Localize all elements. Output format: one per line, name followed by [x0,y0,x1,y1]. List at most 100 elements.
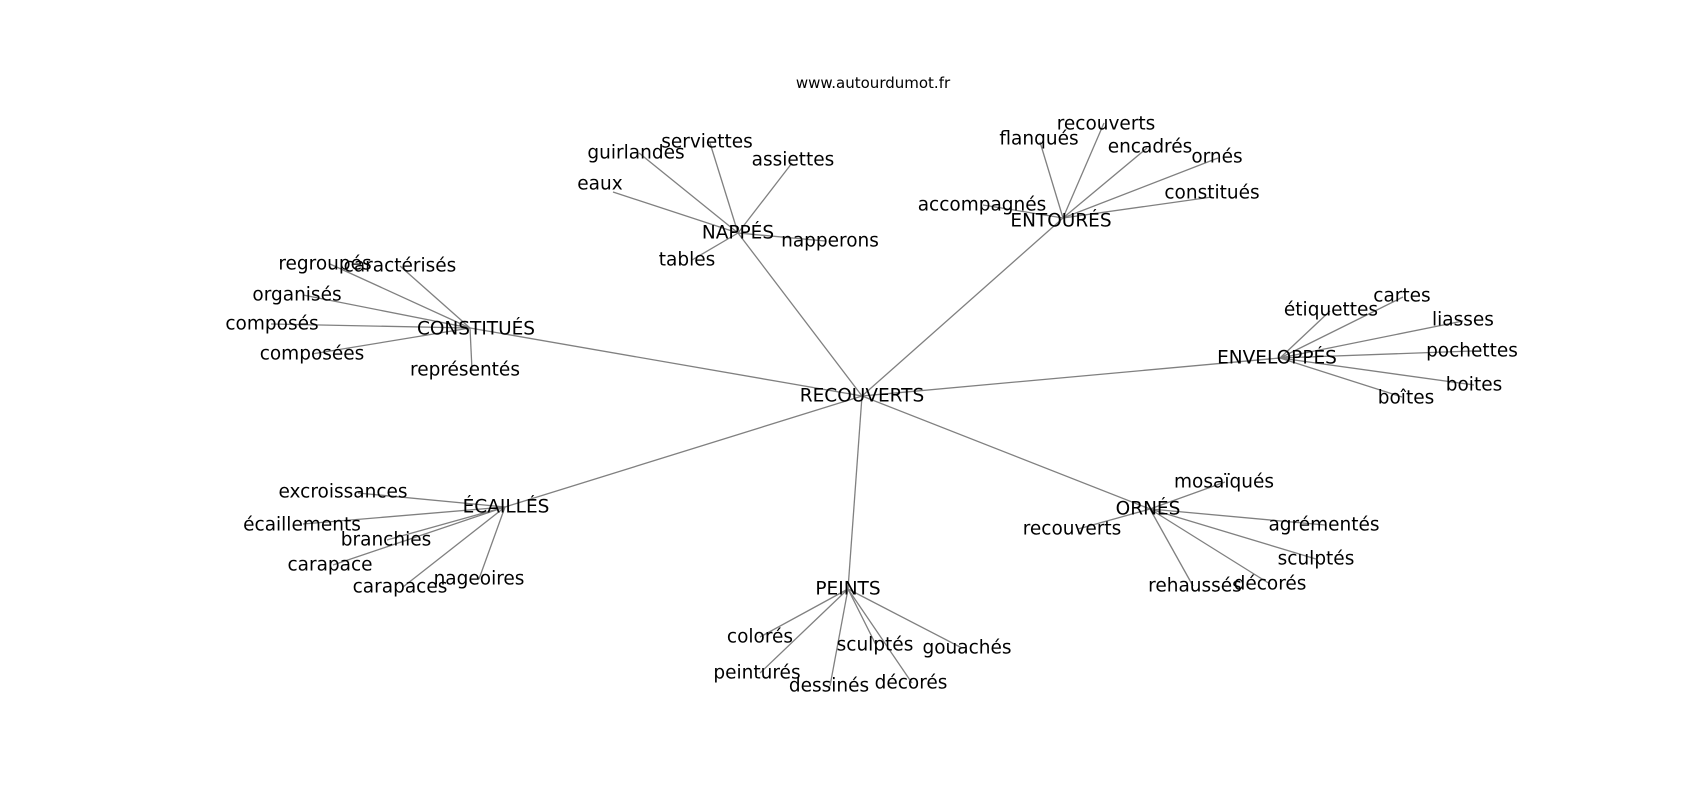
edge-ecailles-nageoires [478,506,506,580]
leaf-node-peints-peintures: peinturés [713,663,800,684]
edge-ecailles-excroissances [357,492,506,508]
leaf-node-entoures-recouverts: recouverts [1057,114,1156,135]
leaf-node-peints-gouaches: gouachés [922,638,1011,659]
edge-enveloppes-liasses [1279,320,1464,359]
group-node-ornes: ORNÉS [1116,498,1181,520]
leaf-node-constitues-representes: représentés [410,360,520,381]
edge-nappes-assiettes [737,162,793,234]
edge-entoures-encadres [1062,147,1148,219]
edge-enveloppes-cartes [1279,296,1404,359]
edge-ornes-decores [1149,508,1271,585]
edge-constitues-organises [302,294,471,329]
edge-ecailles-ecaillements [302,506,506,525]
leaf-node-nappes-eaux: eaux [577,174,622,195]
edge-enveloppes-boites [1279,357,1403,398]
group-node-constitues: CONSTITUÉS [417,318,535,340]
edge-root-nappes [737,232,863,397]
leaf-node-peints-decores: décorés [875,673,948,694]
leaf-node-ecailles-nageoires: nageoires [434,569,525,590]
edge-constitues-composes [270,323,471,329]
edge-nappes-napperons [737,232,826,242]
edge-peints-colores [759,588,849,638]
leaf-node-nappes-assiettes: assiettes [752,150,835,171]
leaf-node-enveloppes-etiquettes: étiquettes [1284,300,1378,321]
edge-entoures-constitues [1062,196,1213,219]
labels: RECOUVERTSNAPPÉSeauxguirlandesserviettes… [225,114,1518,697]
edge-root-enveloppes [861,357,1281,397]
edge-enveloppes-etiquettes [1279,310,1331,359]
edge-ecailles-branchies [386,506,506,541]
edge-peints-sculptes [847,588,877,646]
leaf-node-peints-colores: colorés [727,627,793,648]
edge-ornes-agrementes [1149,508,1326,526]
leaf-node-ornes-sculptes: sculptés [1278,549,1355,570]
group-node-ecailles: ÉCAILLÉS [463,496,550,518]
leaf-node-nappes-tables: tables [659,250,716,271]
leaf-node-ornes-recouverts: recouverts [1023,519,1122,540]
leaf-node-entoures-flanques: flanqués [999,129,1078,150]
leaf-node-nappes-guirlandes: guirlandes [587,143,684,164]
edge-root-ecailles [504,395,863,508]
edge-nappes-guirlandes [638,152,739,234]
leaf-node-enveloppes-liasses: liasses [1432,310,1494,331]
site-url: www.autourdumot.fr [796,74,951,92]
edge-root-peints [847,395,863,590]
edge-nappes-tables [691,232,739,261]
edge-ornes-recouverts [1077,508,1151,530]
edge-ornes-mosaiques [1149,481,1226,510]
leaf-node-ecailles-carapace: carapace [287,555,372,576]
leaf-node-nappes-napperons: napperons [781,231,879,252]
leaf-node-entoures-constitues: constitués [1164,183,1259,204]
edge-entoures-ornes [1062,157,1219,219]
edge-constitues-caracterises [399,265,471,329]
edge-root-ornes [861,395,1151,510]
edge-nappes-serviettes [709,142,739,234]
leaf-node-enveloppes-pochettes: pochettes [1426,341,1518,362]
edges [270,122,1475,687]
leaf-node-ecailles-excroissances: excroissances [278,482,407,503]
leaf-node-nappes-serviettes: serviettes [661,132,753,153]
leaf-node-ornes-agrementes: agrémentés [1268,515,1379,536]
edge-constitues-composees [311,327,471,355]
leaf-node-enveloppes-boites: boites [1446,375,1502,396]
edge-ornes-rehausses [1149,508,1194,587]
leaf-node-constitues-composes: composés [225,314,318,335]
edge-enveloppes-pochettes [1279,350,1473,359]
leaf-node-ornes-decores: décorés [1234,574,1307,595]
edge-peints-decores [847,588,913,684]
edge-constitues-regroupes [329,263,471,329]
edge-entoures-flanques [1039,141,1064,219]
edge-peints-peintures [759,588,849,674]
leaf-node-constitues-caracterises: caractérisés [344,256,457,277]
leaf-node-ecailles-carapaces: carapaces [353,577,448,598]
leaf-node-peints-sculptes: sculptés [837,635,914,656]
leaf-node-entoures-ornes: ornés [1191,147,1242,168]
leaf-node-constitues-organises: organisés [252,285,341,306]
group-node-entoures: ENTOURÉS [1010,210,1111,232]
leaf-node-peints-dessines: dessinés [789,676,869,697]
edge-entoures-recouverts [1062,122,1105,219]
leaf-node-enveloppes-boites: boîtes [1378,388,1434,409]
edge-ornes-sculptes [1149,508,1317,560]
edge-entoures-accompagnes [982,204,1064,219]
leaf-node-constitues-regroupes: regroupés [278,254,371,275]
edge-root-entoures [861,217,1064,397]
leaf-node-enveloppes-cartes: cartes [1373,286,1430,307]
root-node-label: RECOUVERTS [800,386,924,407]
leaf-node-ornes-mosaiques: mosaïqués [1174,472,1274,493]
edge-peints-dessines [829,588,849,687]
edge-constitues-representes [469,327,473,371]
edge-nappes-eaux [612,191,739,234]
leaf-node-ecailles-ecaillements: écaillements [243,515,361,536]
group-node-peints: PEINTS [815,579,880,600]
leaf-node-entoures-encadres: encadrés [1108,137,1193,158]
edge-root-constitues [469,327,863,397]
edge-ecailles-carapace [332,506,506,566]
group-node-enveloppes: ENVELOPPÉS [1217,347,1337,369]
leaf-node-ornes-rehausses: rehaussés [1148,576,1242,597]
edge-enveloppes-boites [1279,357,1475,386]
edge-peints-gouaches [847,588,963,649]
edge-ecailles-carapaces [402,506,506,588]
